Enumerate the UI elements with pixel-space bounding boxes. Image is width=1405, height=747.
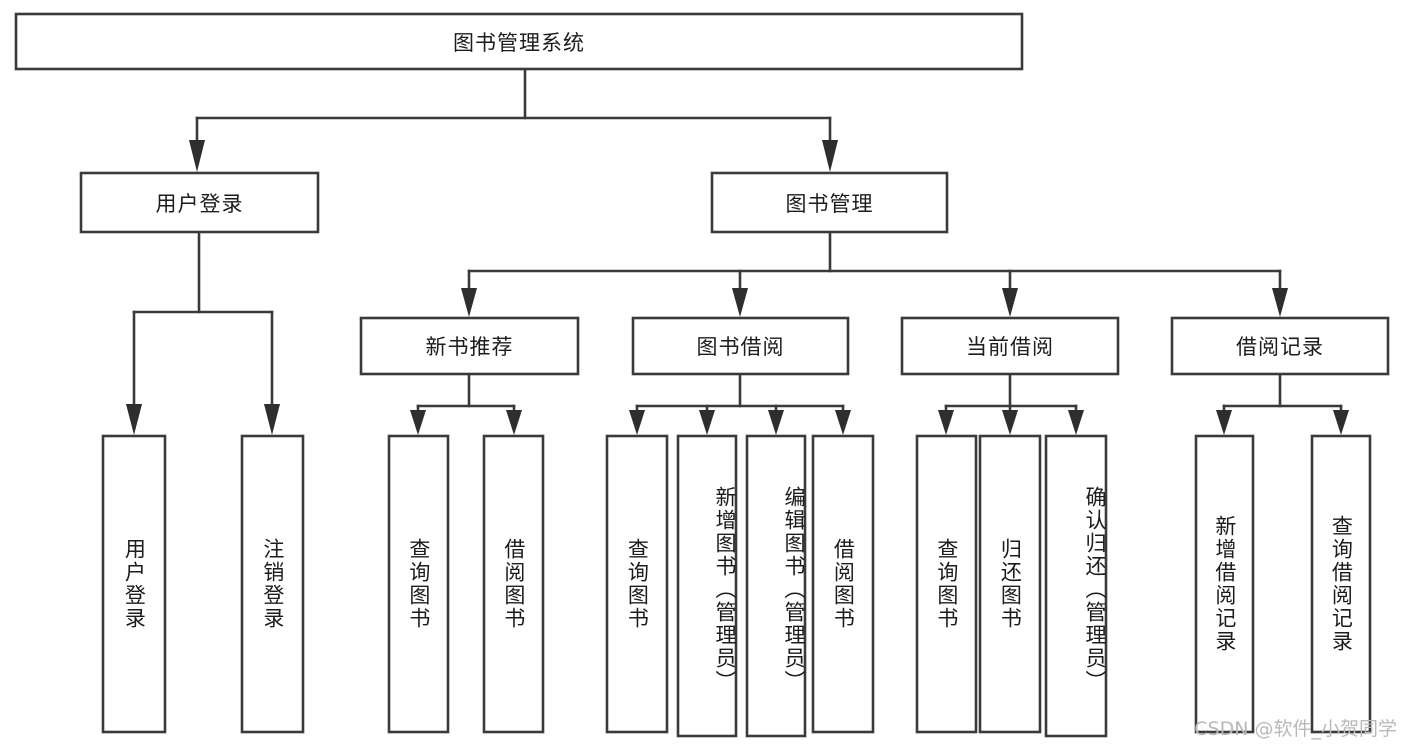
node-box-leaf-query-borrow-record[interactable]: [1310, 434, 1372, 734]
arrowhead-leaf-query-book-borrow: [629, 410, 645, 435]
node-box-leaf-query-book-current[interactable]: [915, 434, 978, 734]
arrowhead-borrow-record: [1272, 288, 1288, 317]
node-box-leaf-query-book-borrow[interactable]: [605, 434, 669, 734]
node-box-leaf-user-login[interactable]: [101, 434, 167, 734]
arrowhead-leaf-add-book-admin: [699, 410, 715, 435]
node-box-leaf-add-borrow-record[interactable]: [1194, 434, 1255, 734]
node-box-leaf-edit-book-admin[interactable]: [745, 434, 807, 738]
arrowhead-leaf-user-login: [126, 404, 142, 435]
node-box-book-management[interactable]: [710, 171, 949, 234]
connector-group-newbook-to-leaves: [410, 372, 522, 435]
connector-group-currentborrow-to-leaves: [938, 372, 1084, 435]
arrowhead-book-borrow: [732, 288, 748, 317]
node-box-leaf-return-book[interactable]: [978, 434, 1042, 734]
arrowhead-current-borrow: [1002, 288, 1018, 317]
node-box-user-login[interactable]: [79, 171, 320, 234]
node-box-borrow-record[interactable]: [1170, 316, 1390, 376]
arrowhead-leaf-return-book: [1002, 410, 1018, 435]
connector-group-borrowrecord-to-leaves: [1216, 372, 1349, 435]
node-box-book-borrow[interactable]: [631, 316, 850, 376]
arrowhead-user-login: [189, 140, 205, 172]
node-box-new-book-recommend[interactable]: [359, 316, 580, 376]
node-box-leaf-borrow-book-recommend[interactable]: [482, 434, 545, 734]
arrowhead-leaf-query-book-current: [938, 410, 954, 435]
node-box-leaf-logout[interactable]: [240, 434, 305, 734]
connector-group-root-to-level2: [189, 67, 838, 172]
arrowhead-book-management: [822, 140, 838, 172]
node-box-leaf-query-book-recommend[interactable]: [387, 434, 450, 734]
connector-group-bookborrow-to-leaves: [629, 372, 851, 435]
arrowhead-leaf-query-borrow-record: [1333, 410, 1349, 435]
arrowhead-leaf-add-borrow-record: [1216, 410, 1232, 435]
arrowhead-leaf-query-book-recommend: [410, 410, 426, 435]
node-box-current-borrow[interactable]: [900, 316, 1120, 376]
connector-group-bookmgmt-to-level3: [461, 230, 1288, 317]
connector-group-userlogin-to-leaves: [126, 230, 280, 435]
arrowhead-leaf-logout: [264, 404, 280, 435]
node-box-leaf-confirm-return-admin[interactable]: [1044, 434, 1108, 738]
node-box-leaf-add-book-admin[interactable]: [676, 434, 738, 738]
node-box-root[interactable]: [14, 12, 1024, 71]
arrowhead-new-book-recommend: [461, 288, 477, 317]
arrowhead-leaf-borrow-book: [835, 410, 851, 435]
arrowhead-leaf-confirm-return-admin: [1068, 410, 1084, 435]
arrowhead-leaf-edit-book-admin: [768, 410, 784, 435]
csdn-watermark: CSDN @软件_小贺同学: [1194, 718, 1397, 740]
node-box-leaf-borrow-book[interactable]: [811, 434, 875, 734]
arrowhead-leaf-borrow-book-recommend: [506, 410, 522, 435]
